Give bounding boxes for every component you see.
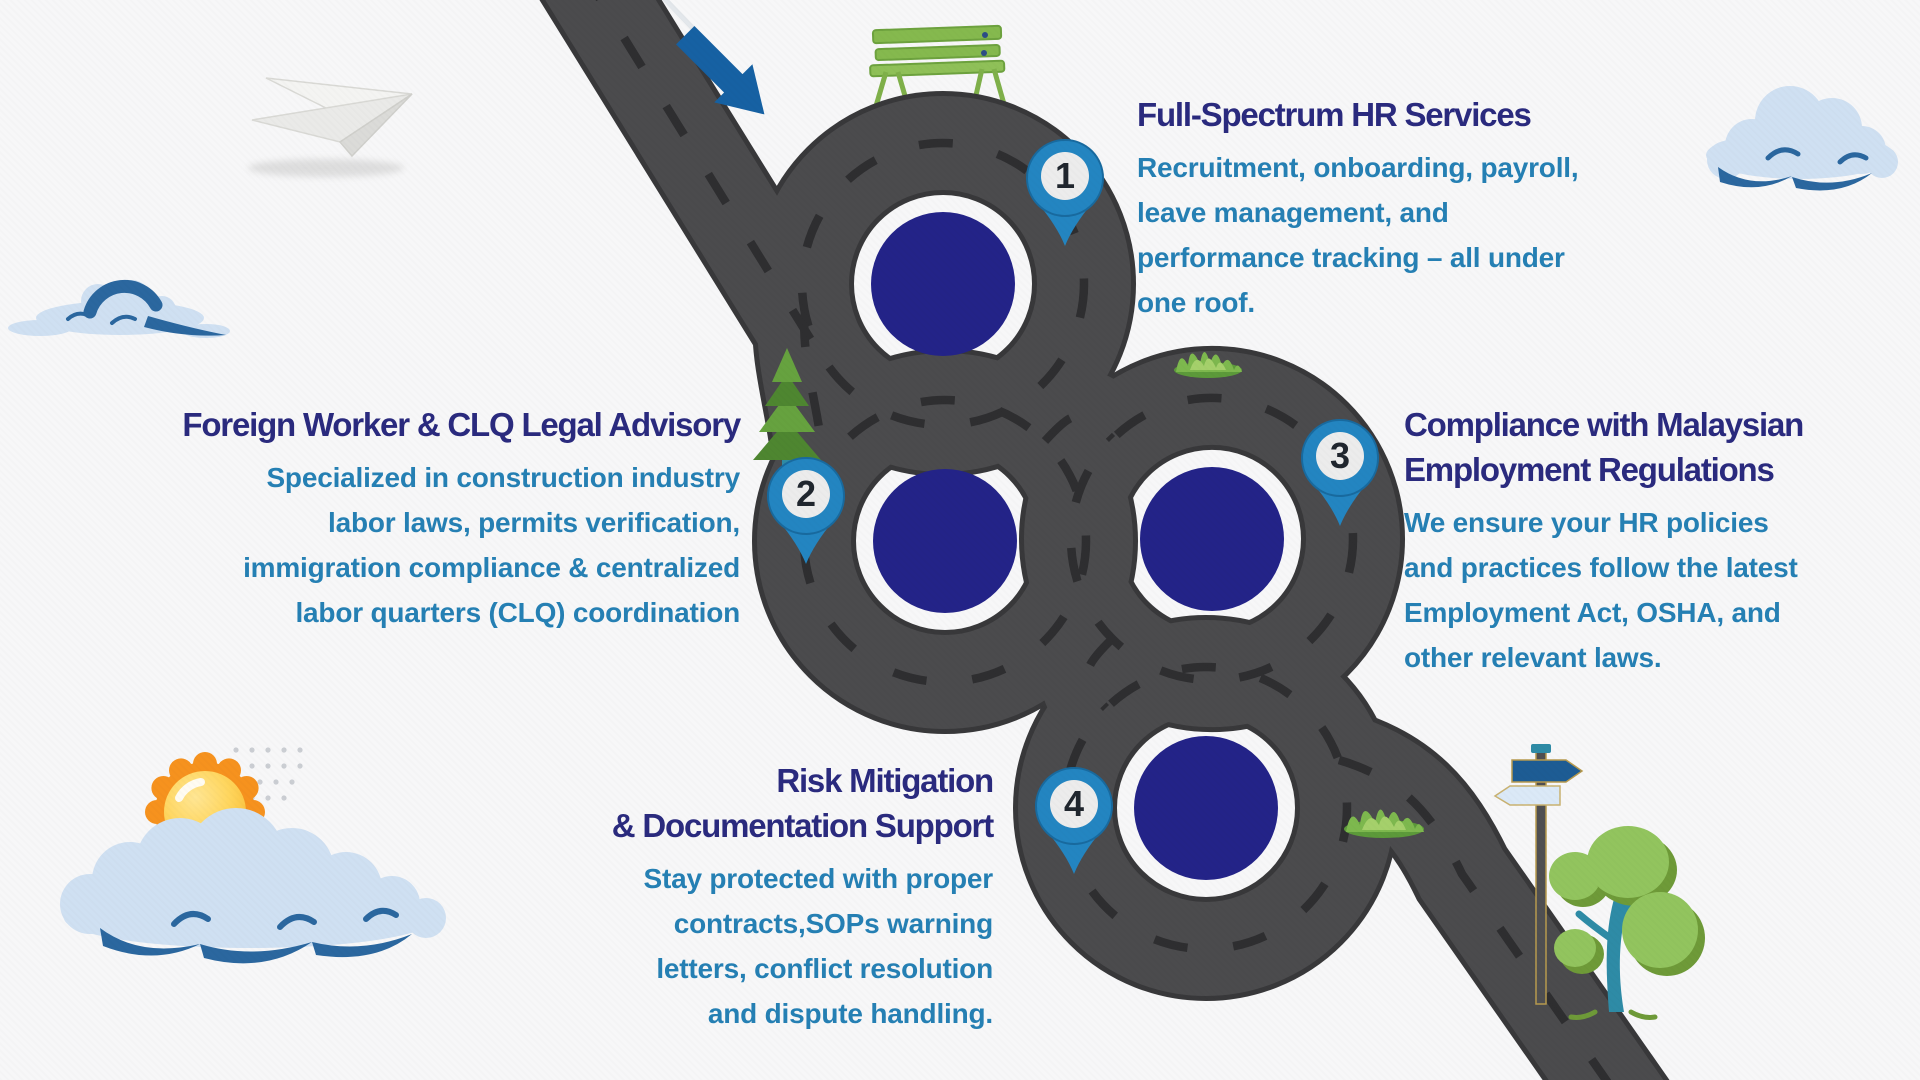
bench-icon (869, 24, 1007, 107)
pin-3-number: 3 (1330, 435, 1350, 476)
paper-plane-icon (248, 77, 413, 177)
step-4-title: Risk Mitigation & Documentation Support (611, 762, 994, 844)
pin-3: 3 (1301, 419, 1379, 526)
step-3-description: We ensure your HR policies and practices… (1404, 507, 1798, 673)
signpost-icon (1493, 744, 1584, 1005)
pine-tree-icon (753, 348, 821, 480)
pin-1: 1 (1026, 139, 1104, 246)
pin-2: 2 (767, 457, 845, 564)
down-arrow-icon (676, 26, 765, 115)
signpost-arrow-right (1511, 759, 1584, 783)
pin-1-number: 1 (1055, 155, 1075, 196)
step-2-text: Foreign Worker & CLQ Legal Advisory Spec… (182, 402, 741, 635)
node-circle-4 (1134, 736, 1278, 880)
pin-4-number: 4 (1064, 783, 1084, 824)
signpost-arrow-left (1493, 785, 1561, 806)
pin-4: 4 (1035, 767, 1113, 874)
cloud-left-icon (8, 279, 230, 338)
cloud-bottom-left-icon (60, 808, 446, 964)
step-1-title: Full-Spectrum HR Services (1137, 96, 1532, 133)
node-circle-2 (873, 469, 1017, 613)
grass-tuft-icon (1174, 352, 1242, 378)
roadmap-nodes (871, 212, 1284, 880)
step-4-text: Risk Mitigation & Documentation Support … (611, 758, 994, 1036)
grass-tuft-icon (1344, 809, 1424, 838)
step-2-title: Foreign Worker & CLQ Legal Advisory (182, 406, 741, 443)
node-circle-1 (871, 212, 1015, 356)
step-4-description: Stay protected with proper contracts,SOP… (643, 863, 993, 1029)
cloud-top-right-icon (1706, 86, 1898, 191)
step-3-title: Compliance with Malaysian Employment Reg… (1404, 406, 1804, 488)
step-3-text: Compliance with Malaysian Employment Reg… (1404, 402, 1804, 680)
pin-2-number: 2 (796, 473, 816, 514)
node-circle-3 (1140, 467, 1284, 611)
step-2-description: Specialized in construction industry lab… (243, 462, 740, 628)
step-1-description: Recruitment, onboarding, payroll, leave … (1137, 152, 1579, 318)
tree-icon (1549, 826, 1705, 1020)
step-1-text: Full-Spectrum HR Services Recruitment, o… (1137, 92, 1579, 325)
